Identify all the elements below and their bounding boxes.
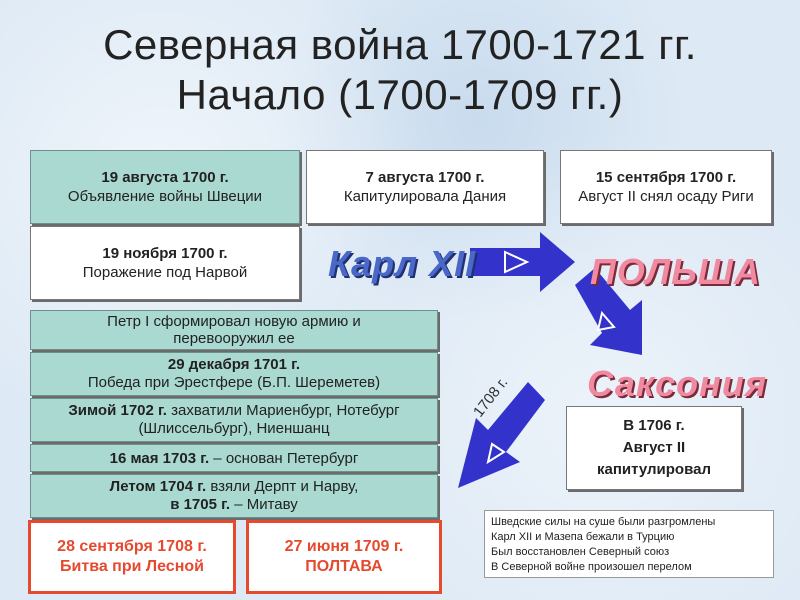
box-war-declaration: 19 августа 1700 г. Объявление войны Швец…	[30, 150, 300, 224]
title-line-2: Начало (1700-1709 гг.)	[176, 71, 624, 118]
capitulation-date: В 1706 г.	[623, 417, 685, 434]
result-item: В Северной войне произошел перелом	[491, 561, 692, 573]
poltava-results: Шведские силы на суше были разгромлены К…	[484, 510, 774, 578]
event-erestfer: 29 декабря 1701 г. Победа при Эрестфере …	[30, 352, 438, 396]
battle-name: Битва при Лесной	[60, 558, 204, 575]
capitulation-text: капитулировал	[597, 461, 711, 478]
event-text: захватили Мариенбург, Нотебург (Шлиссель…	[138, 402, 400, 437]
event-text: взяли Дерпт и Нарву,	[206, 478, 359, 495]
slide-title: Северная война 1700-1721 гг. Начало (170…	[0, 20, 800, 120]
event-line: Зимой 1702 г. захватили Мариенбург, Ноте…	[31, 402, 437, 438]
event-winter-1702: Зимой 1702 г. захватили Мариенбург, Ноте…	[30, 398, 438, 442]
result-item: Карл XII и Мазепа бежали в Турцию	[491, 531, 675, 543]
label-karl: Карл XII	[328, 243, 477, 284]
event-date: 7 августа 1700 г.	[365, 169, 485, 186]
event-text: Петр I сформировал новую армию и перевоо…	[107, 313, 361, 347]
event-date: в 1705 г.	[170, 496, 231, 513]
battle-name: ПОЛТАВА	[305, 558, 383, 575]
box-narva-defeat: 19 ноября 1700 г. Поражение под Нарвой	[30, 226, 300, 300]
event-text: Август II снял осаду Риги	[578, 188, 754, 205]
event-date: 19 августа 1700 г.	[101, 169, 229, 186]
battle-date: 28 сентября 1708 г.	[57, 538, 207, 555]
event-date: Летом 1704 г.	[109, 478, 207, 495]
event-date: 29 декабря 1701 г.	[167, 356, 301, 373]
event-text: – основан Петербург	[209, 449, 359, 467]
box-riga-siege: 15 сентября 1700 г. Август II снял осаду…	[560, 150, 772, 224]
arrow-karl-to-poland	[470, 232, 575, 292]
arrow-poland-to-saxony	[575, 268, 642, 355]
event-date: 16 мая 1703 г.	[109, 449, 210, 467]
arrow-saxony-to-russia	[458, 382, 545, 488]
event-derpt-narva: Летом 1704 г. взяли Дерпт и Нарву, в 170…	[30, 474, 438, 518]
result-item: Был восстановлен Северный союз	[491, 546, 670, 558]
label-poland: ПОЛЬША	[590, 251, 761, 292]
label-saxony: Саксония	[587, 363, 768, 404]
title-line-1: Северная война 1700-1721 гг.	[103, 21, 697, 68]
box-denmark-capitulation: 7 августа 1700 г. Капитулировала Дания	[306, 150, 544, 224]
event-date: Зимой 1702 г.	[68, 402, 167, 419]
event-line: 16 мая 1703 г. – основан Петербург	[110, 449, 359, 468]
event-line: Летом 1704 г. взяли Дерпт и Нарву,	[110, 478, 359, 496]
event-text: Объявление войны Швеции	[67, 188, 263, 205]
event-text: – Митаву	[230, 496, 298, 513]
capitulation-who: Август II	[622, 439, 686, 456]
box-saxony-capitulation: В 1706 г. Август II капитулировал	[566, 406, 742, 490]
result-item: Шведские силы на суше были разгромлены	[491, 516, 716, 528]
event-text: Капитулировала Дания	[343, 188, 507, 205]
event-petersburg: 16 мая 1703 г. – основан Петербург	[30, 444, 438, 472]
event-text: Поражение под Нарвой	[82, 264, 248, 281]
event-line: в 1705 г. – Митаву	[170, 496, 298, 514]
event-new-army: Петр I сформировал новую армию и перевоо…	[30, 310, 438, 350]
event-date: 19 ноября 1700 г.	[102, 245, 228, 262]
event-date: 15 сентября 1700 г.	[595, 169, 737, 186]
battle-date: 27 июня 1709 г.	[284, 538, 404, 555]
battle-poltava: 27 июня 1709 г. ПОЛТАВА	[246, 520, 442, 594]
battle-lesnaya: 28 сентября 1708 г. Битва при Лесной	[28, 520, 236, 594]
event-text: Победа при Эрестфере (Б.П. Шереметев)	[87, 374, 381, 391]
